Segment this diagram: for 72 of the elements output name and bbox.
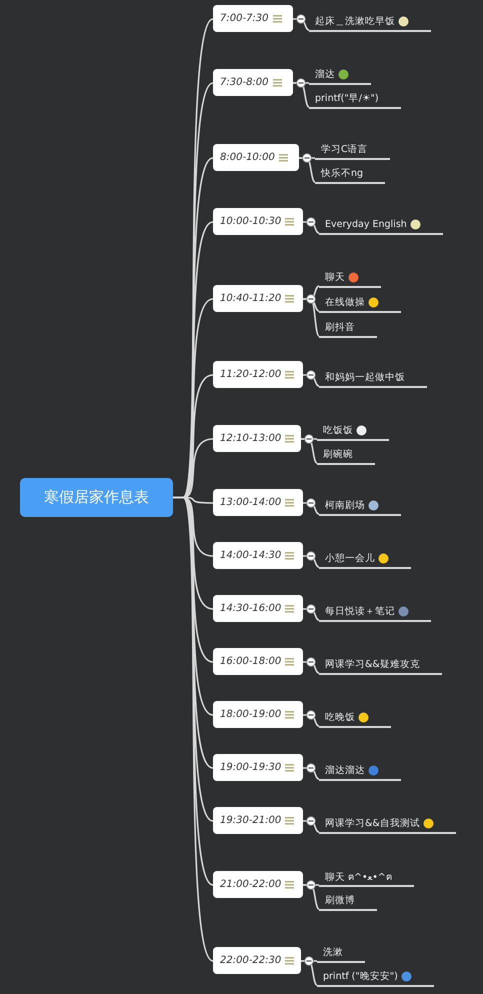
- subtopic-text: 在线做操: [325, 296, 365, 308]
- subtopic-text: 聊天: [325, 270, 345, 284]
- subtopic-text: 刷微博: [325, 894, 355, 906]
- time-box: [213, 208, 303, 235]
- subtopic-text: 刷碗碗: [323, 448, 353, 460]
- subtopic-text: 溜达溜达: [325, 764, 365, 776]
- subtopic-text: 吃晚饭: [325, 710, 355, 724]
- branch-line: [303, 374, 320, 387]
- subtopic-text: 网课学习&&自我测试: [325, 816, 420, 830]
- branch-line: [303, 555, 320, 568]
- time-text: 8:00-10:00: [220, 152, 275, 163]
- branch-line: [303, 502, 320, 515]
- time-box: [213, 648, 303, 675]
- time-box: [213, 807, 303, 834]
- branch-line: [293, 18, 310, 31]
- branch-line: [303, 820, 320, 833]
- time-box: [213, 425, 301, 452]
- subtopic-text: 吃饭饭: [323, 424, 353, 436]
- time-text: 12:10-13:00: [220, 433, 282, 444]
- time-box: [213, 754, 303, 781]
- time-text: 22:00-22:30: [220, 955, 282, 966]
- time-box: [213, 595, 303, 622]
- time-box: [213, 144, 299, 171]
- time-text: 10:40-11:20: [220, 293, 282, 304]
- branch-line: [293, 82, 310, 108]
- time-text: 14:00-14:30: [220, 550, 282, 561]
- time-box: [213, 489, 303, 516]
- time-text: 19:00-19:30: [220, 762, 282, 773]
- branch-line: [301, 438, 318, 464]
- time-text: 13:00-14:00: [220, 497, 282, 508]
- branch-line: [299, 157, 316, 183]
- subtopic-text: printf("早/☀"): [315, 92, 379, 104]
- time-text: 14:30-16:00: [220, 603, 282, 614]
- time-box: [213, 542, 303, 569]
- time-box: [213, 701, 303, 728]
- time-text: 19:30-21:00: [220, 815, 282, 826]
- branch-line: [303, 221, 320, 234]
- time-text: 7:30-8:00: [220, 77, 269, 88]
- time-text: 11:20-12:00: [220, 369, 282, 380]
- subtopic-text: Everyday English: [325, 218, 407, 230]
- subtopic-text: 和妈妈一起做中饭: [325, 370, 405, 384]
- subtopic-text: 快乐不ng: [321, 166, 364, 180]
- time-text: 7:00-7:30: [220, 13, 269, 24]
- subtopic-text: 溜达: [315, 68, 335, 80]
- branch-line: [303, 884, 320, 910]
- time-box: [213, 285, 303, 312]
- time-text: 21:00-22:00: [220, 879, 282, 890]
- branch-line: [303, 767, 320, 780]
- branch-line: [301, 960, 318, 986]
- subtopic-text: 网课学习&&疑难攻克: [325, 658, 420, 670]
- subtopic-text: 洗漱: [323, 946, 343, 958]
- time-box: [213, 5, 293, 32]
- branch-line: [303, 608, 320, 621]
- time-text: 18:00-19:00: [220, 709, 282, 720]
- subtopic-text: 刷抖音: [325, 320, 355, 334]
- time-text: 16:00-18:00: [220, 656, 282, 667]
- time-text: 10:00-10:30: [220, 216, 282, 227]
- subtopic-text: 聊天 ฅ^•ﻌ•^ฅ: [325, 870, 392, 884]
- subtopic-text: 学习C语言: [321, 142, 368, 156]
- subtopic-text: 柯南剧场: [325, 498, 365, 512]
- subtopic-text: 起床＿洗漱吃早饭: [315, 14, 395, 28]
- subtopic-text: 每日悦读＋笔记: [325, 604, 395, 618]
- time-box: [213, 69, 293, 96]
- subtopic-text: printf ("晚安安"): [323, 970, 398, 982]
- time-box: [213, 871, 303, 898]
- branch-line: [303, 714, 320, 727]
- subtopic-text: 小憩一会儿: [325, 552, 375, 564]
- time-box: [213, 947, 301, 974]
- time-box: [213, 361, 303, 388]
- branch-line: [303, 298, 320, 337]
- root-topic-box: 寒假居家作息表: [20, 478, 173, 517]
- branch-line: [303, 661, 320, 674]
